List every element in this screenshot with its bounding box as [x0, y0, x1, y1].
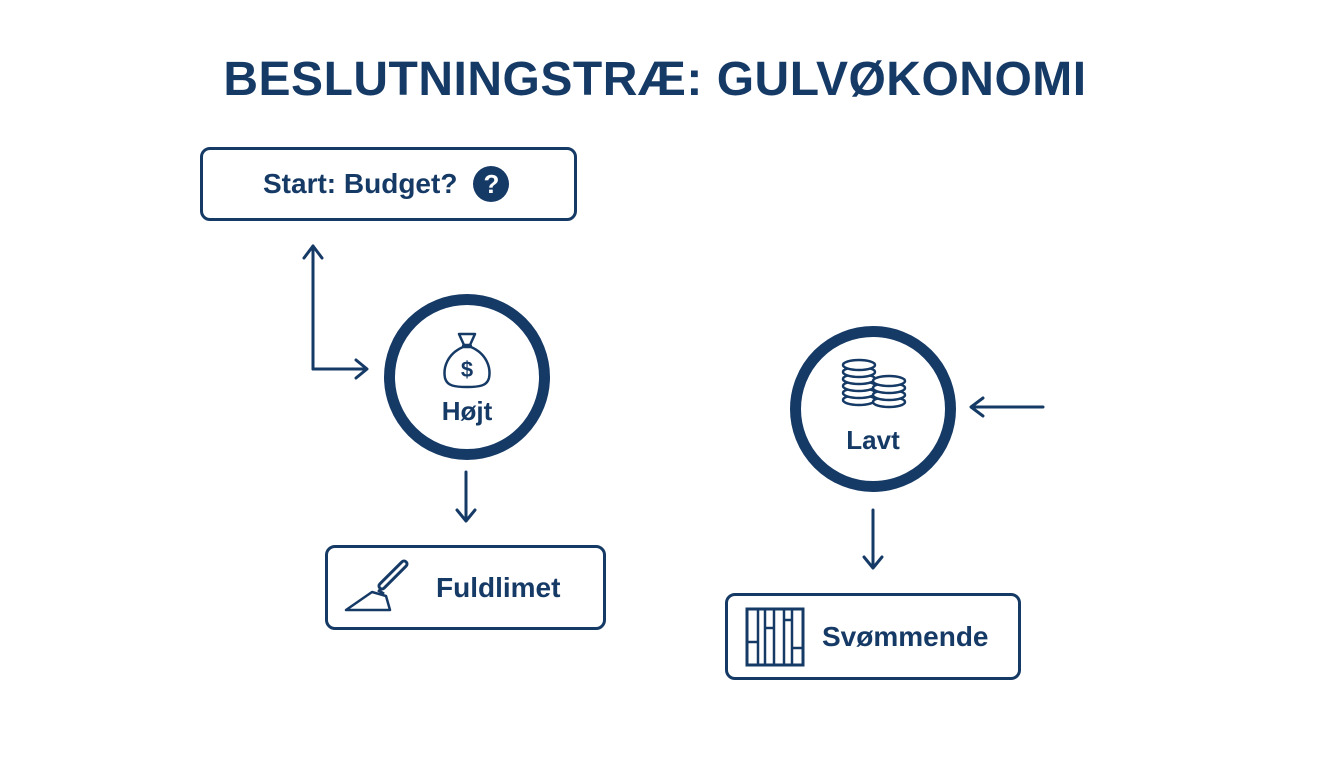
question-icon: ?: [473, 166, 510, 202]
floor-planks-icon: [745, 607, 805, 666]
arrow-to-high-head: [354, 358, 369, 380]
low-node-label: Lavt: [846, 424, 900, 455]
arrow-low-to-floating-head: [862, 555, 884, 570]
high-node: $ Højt: [384, 294, 550, 460]
floating-node-label: Svømmende: [822, 620, 989, 652]
coin-stack-icon: [841, 358, 907, 408]
arrow-high-to-full-glue-head: [455, 508, 477, 523]
arrow-to-low-head: [969, 396, 985, 418]
money-bag-icon: $: [443, 332, 491, 388]
start-node: Start: Budget? ?: [200, 147, 577, 221]
high-node-label: Højt: [441, 395, 493, 426]
arrow-to-start-head: [302, 244, 324, 260]
start-node-label: Start: Budget?: [263, 168, 458, 199]
full-glue-node: Fuldlimet: [325, 545, 606, 630]
trowel-icon: [344, 559, 409, 611]
full-glue-node-label: Fuldlimet: [436, 571, 561, 603]
svg-text:$: $: [461, 357, 473, 382]
low-node: Lavt: [790, 326, 956, 492]
diagram-title: BESLUTNINGSTRÆ: GULVØKONOMI: [223, 53, 1087, 106]
floating-node: Svømmende: [725, 593, 1021, 680]
